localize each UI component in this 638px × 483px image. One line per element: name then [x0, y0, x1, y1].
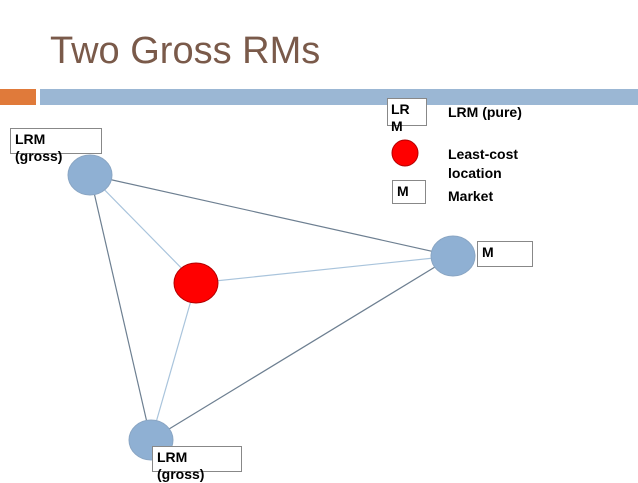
edge-topleft-to-market	[89, 174, 454, 257]
edge-topleft-to-least-cost	[89, 174, 197, 284]
legend-market-box: M	[392, 180, 426, 204]
edge-market-to-least-cost	[195, 255, 454, 284]
label-top-left-gross-rm: LRM (gross)	[10, 128, 102, 164]
page-title: Two Gross RMs	[50, 30, 321, 72]
edge-bottom-to-market	[150, 255, 454, 441]
legend-least-cost-description: Least-cost location	[448, 146, 519, 181]
label-market-node: M	[477, 241, 533, 267]
legend-market-description: Market	[448, 188, 494, 204]
legend-lrm-box: LR M	[387, 98, 427, 134]
legend-least-cost-dot	[391, 139, 419, 167]
edge-topleft-to-bottom	[89, 174, 152, 441]
legend-lrm-description: LRM (pure)	[448, 104, 522, 120]
title-rule-bar	[40, 89, 638, 105]
node-market	[430, 235, 476, 277]
edge-bottom-to-least-cost	[150, 282, 197, 441]
title-rule-accent	[0, 89, 36, 105]
node-least-cost-location	[173, 262, 219, 304]
label-bottom-gross-rm: LRM (gross)	[152, 446, 242, 482]
node-top-left-gross-rm	[67, 154, 113, 196]
